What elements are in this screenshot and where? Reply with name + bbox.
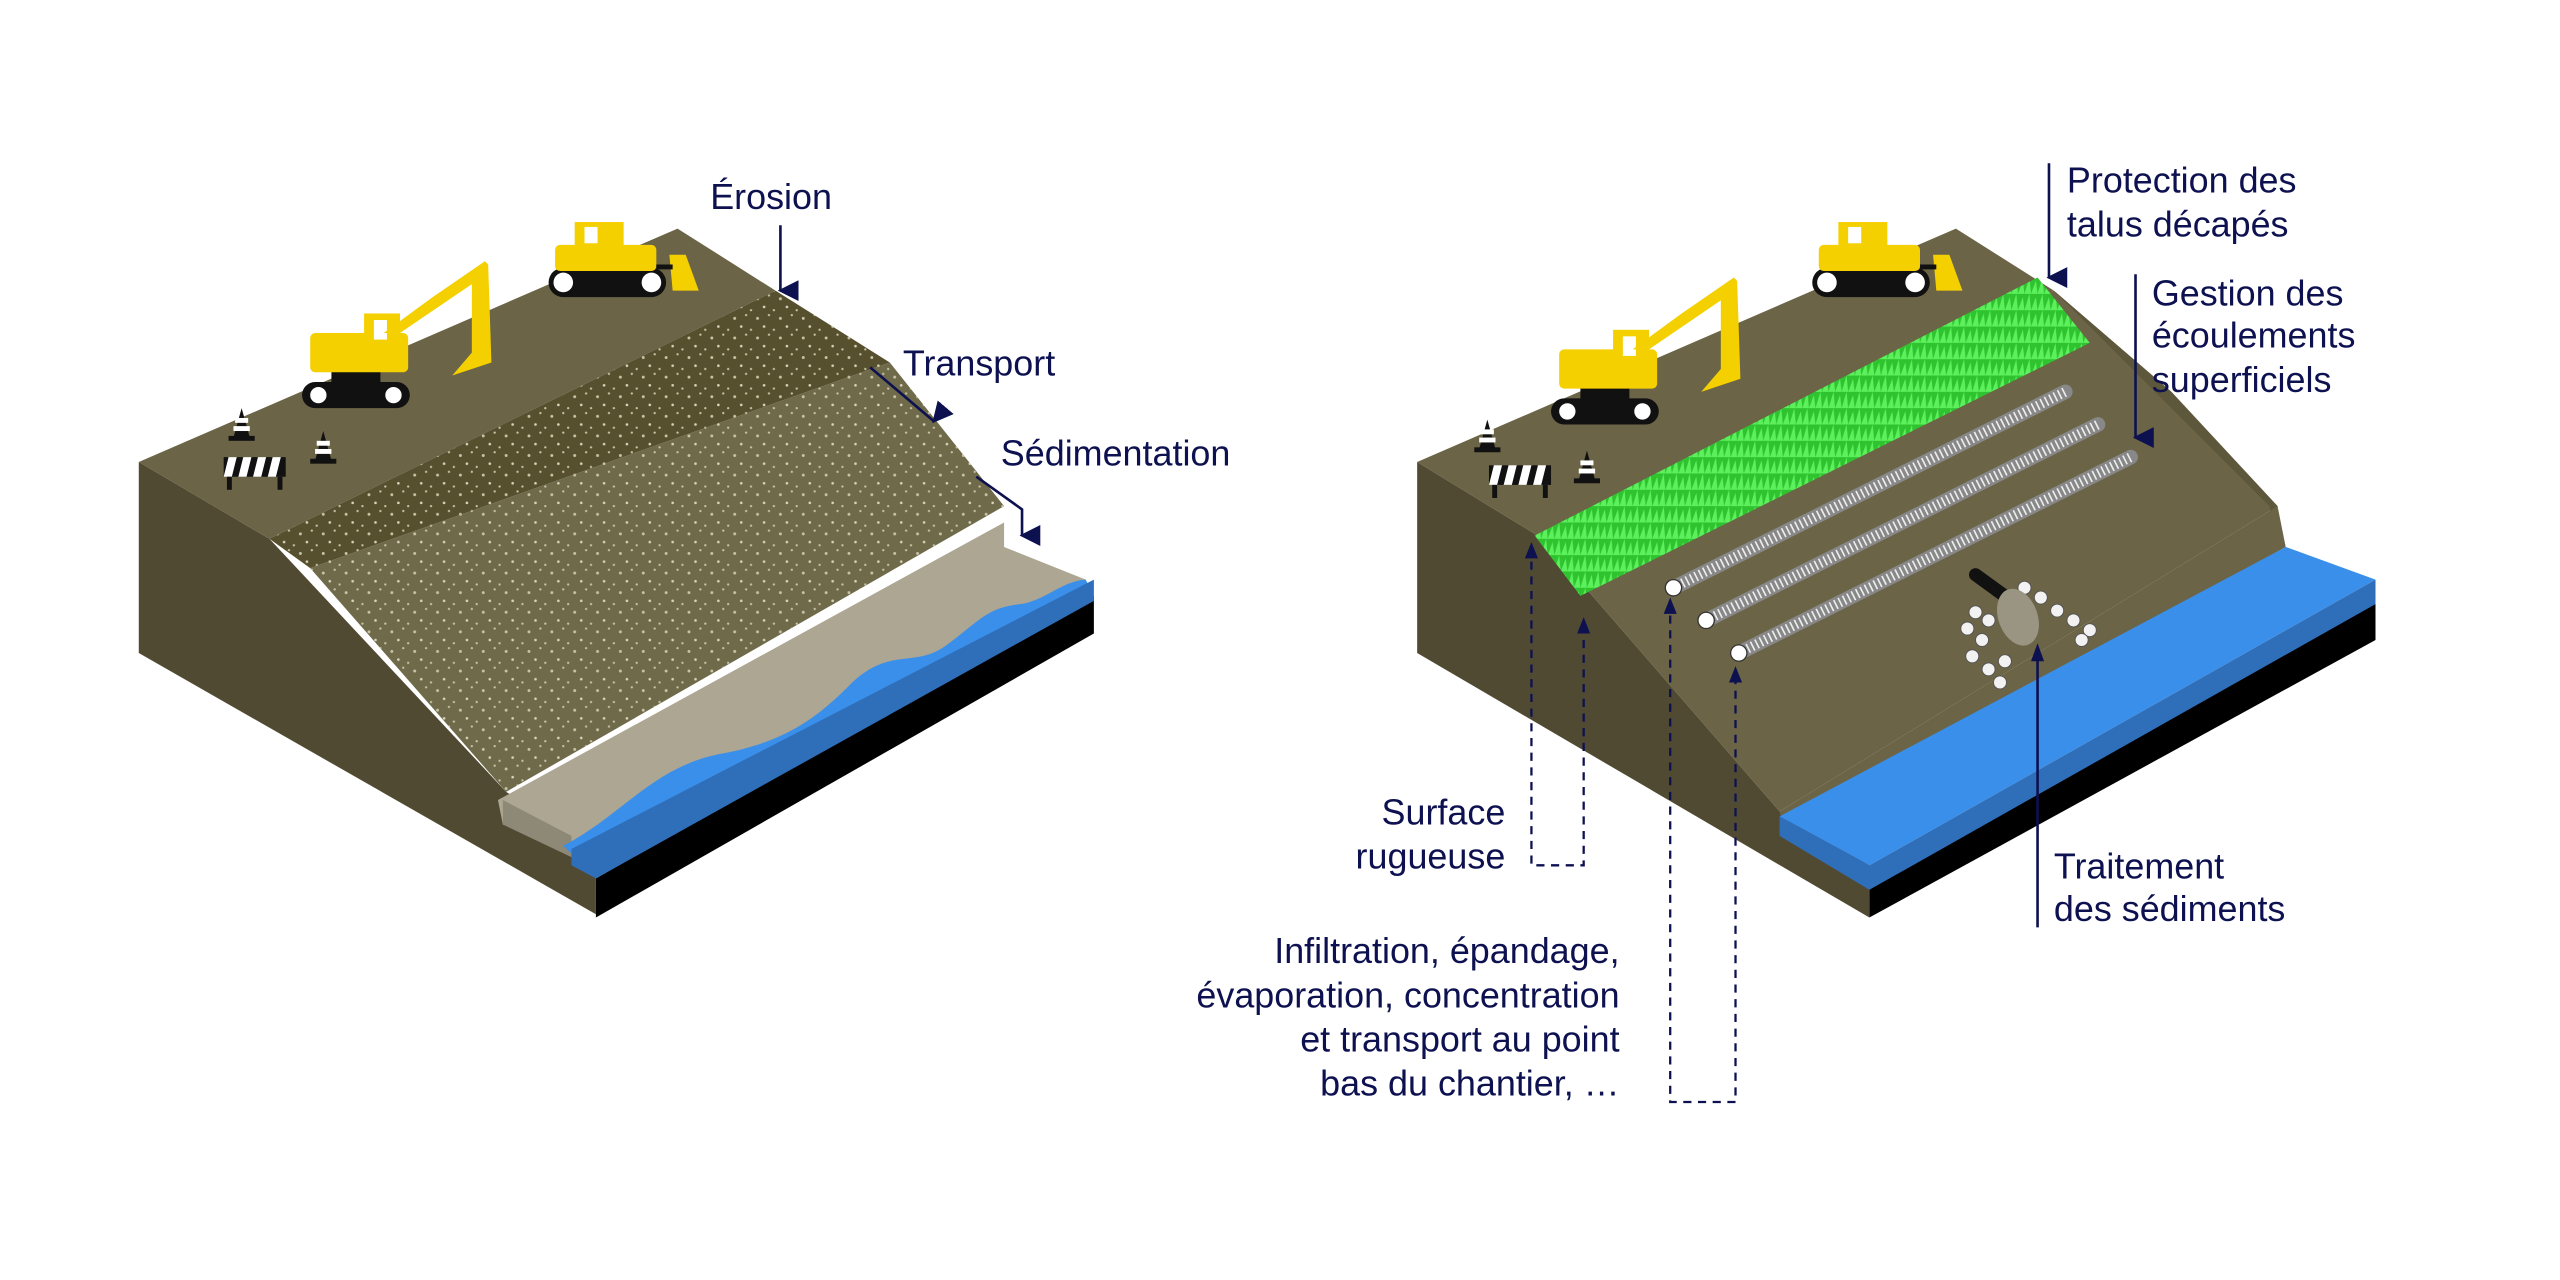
left-side-face [138,462,596,915]
grass-slope-protection [1534,277,2090,596]
base-black [1869,600,2376,918]
water [1779,546,2376,866]
label-transport: Transport [869,343,1055,424]
svg-text:évaporation, concentration: évaporation, concentration [1196,974,1619,1015]
svg-text:Érosion: Érosion [710,176,832,217]
right-terrain-block [1417,228,2376,918]
left-side-face [1417,462,1870,918]
water-front [571,579,1094,879]
svg-text:Infiltration, épandage,: Infiltration, épandage, [1274,930,1619,971]
label-erosion: Érosion [710,176,832,302]
water-front [1779,579,2376,890]
sediment-trap [1960,568,2097,690]
svg-text:Protection des: Protection des [2067,160,2297,201]
svg-text:écoulements: écoulements [2152,315,2356,356]
plateau [1417,228,2054,539]
svg-text:superficiels: superficiels [2152,359,2332,400]
label-infiltration: Infiltration, épandage, évaporation, con… [1196,597,1743,1104]
sediment-band [497,522,1086,849]
svg-text:talus décapés: talus décapés [2067,204,2289,245]
label-gestion-ecoulements: Gestion des écoulements superficiels [2132,272,2356,448]
lower-shelf [1779,506,2286,825]
svg-text:Gestion des: Gestion des [2152,272,2344,313]
svg-text:et transport au point: et transport au point [1300,1018,1619,1059]
base-black [595,595,1094,918]
svg-text:Transport: Transport [903,343,1055,384]
svg-text:Traitement: Traitement [2054,845,2224,886]
svg-text:Sédimentation: Sédimentation [1001,432,1231,473]
label-protection-talus: Protection des talus décapés [2046,160,2297,288]
label-traitement-sediments: Traitement des sédiments [2031,643,2285,929]
label-sedimentation: Sédimentation [975,432,1231,546]
svg-text:des sédiments: des sédiments [2054,888,2286,929]
plateau [138,228,776,539]
sediment-front [502,800,572,858]
left-terrain-block [138,228,1094,918]
bulldozer-icon [1812,222,1963,298]
svg-text:rugueuse: rugueuse [1356,836,1506,877]
surface-drains [1664,384,2138,662]
svg-text:Surface: Surface [1382,791,1506,832]
svg-text:bas du chantier, …: bas du chantier, … [1320,1063,1619,1104]
